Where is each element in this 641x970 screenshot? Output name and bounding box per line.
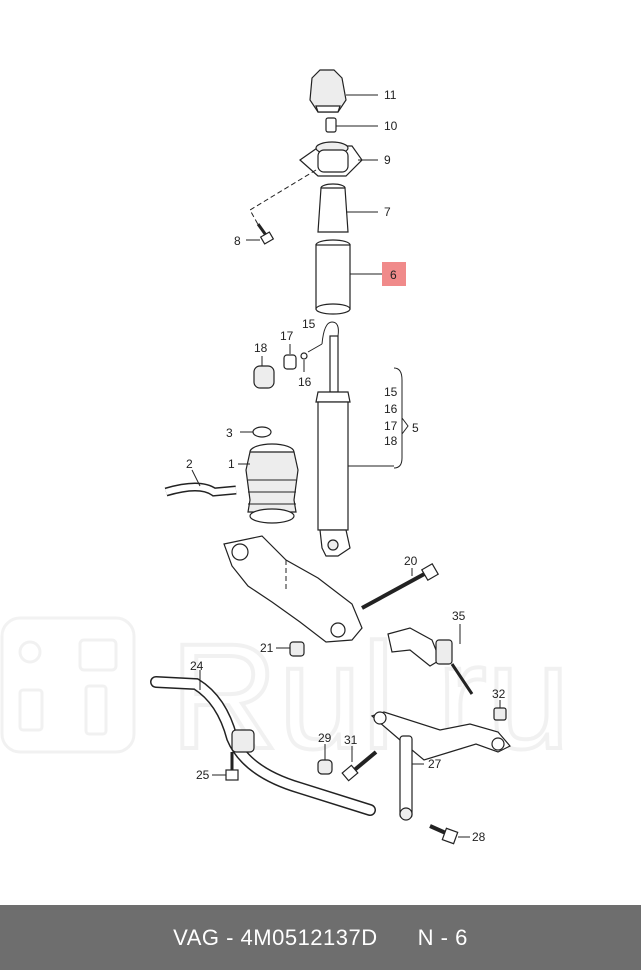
watermark-logo-frame	[0, 616, 136, 754]
callout-1: 1	[228, 457, 235, 471]
part-upper-link-arm[interactable]	[370, 711, 511, 761]
callout-21: 21	[260, 641, 274, 655]
watermark: Rul.ru	[0, 610, 572, 782]
part-7-bump-stop[interactable]	[317, 183, 349, 233]
part-24-stabilizer-bar[interactable]	[150, 676, 376, 816]
group-callout-16: 16	[384, 402, 398, 416]
callout-3: 3	[226, 426, 233, 440]
part-20-bolt[interactable]	[361, 562, 440, 610]
part-2-air-line[interactable]	[164, 482, 237, 497]
group-callout-18: 18	[384, 434, 398, 448]
callout-32: 32	[492, 687, 506, 701]
part-18-cap[interactable]	[253, 365, 275, 389]
callout-24: 24	[190, 659, 204, 673]
part-29-bushing[interactable]	[317, 759, 333, 775]
callout-17: 17	[280, 329, 294, 343]
callout-28: 28	[472, 830, 486, 844]
part-6-dust-boot[interactable]	[315, 239, 351, 315]
footer-position: N - 6	[417, 924, 468, 950]
callout-6: 6	[390, 268, 397, 282]
part-10-nut[interactable]	[325, 117, 337, 133]
callout-20: 20	[404, 554, 418, 568]
exploded-parts-diagram: Rul.ru 11 10 9 7 8 6	[0, 69, 572, 845]
callout-18: 18	[254, 341, 268, 355]
callout-5: 5	[412, 421, 419, 435]
part-1-air-spring[interactable]	[245, 443, 299, 524]
callout-16: 16	[298, 375, 312, 389]
part-28-bolt[interactable]	[429, 824, 459, 845]
part-32-nut[interactable]	[493, 707, 507, 721]
callout-7: 7	[384, 205, 391, 219]
part-35-level-sensor[interactable]	[387, 627, 474, 695]
callout-25: 25	[196, 768, 210, 782]
part-5-shock-absorber[interactable]	[315, 335, 351, 557]
part-16-clip[interactable]	[300, 352, 308, 360]
group-callout-15: 15	[384, 385, 398, 399]
watermark-door-icon	[78, 638, 118, 672]
watermark-shock-icon	[84, 684, 108, 736]
callout-35: 35	[452, 609, 466, 623]
group-callout-17: 17	[384, 419, 398, 433]
part-27-coupling-rod[interactable]	[399, 735, 413, 821]
callout-31: 31	[344, 733, 358, 747]
callout-29: 29	[318, 731, 332, 745]
footer-brand-part-number: VAG - 4M0512137D	[173, 924, 378, 950]
part-17-connector[interactable]	[283, 354, 297, 370]
callout-27: 27	[428, 757, 442, 771]
part-8-bolt[interactable]	[256, 223, 275, 245]
watermark-light-icon	[18, 640, 42, 664]
footer-bar: VAG - 4M0512137D N - 6	[0, 905, 641, 970]
part-21-nut[interactable]	[289, 641, 305, 657]
callout-10: 10	[384, 119, 398, 133]
part-3-clip[interactable]	[252, 426, 272, 438]
part-9-upper-mount[interactable]	[299, 141, 363, 177]
callout-2: 2	[186, 457, 193, 471]
part-lower-control-arm[interactable]	[223, 535, 363, 643]
callout-6-highlight[interactable]	[382, 262, 406, 286]
callout-15: 15	[302, 317, 316, 331]
callout-11: 11	[384, 88, 397, 102]
watermark-bottle-icon	[18, 688, 44, 732]
part-31-bolt[interactable]	[341, 750, 378, 782]
callout-9: 9	[384, 153, 391, 167]
part-11-top-cap[interactable]	[309, 69, 347, 113]
callout-8: 8	[234, 234, 241, 248]
